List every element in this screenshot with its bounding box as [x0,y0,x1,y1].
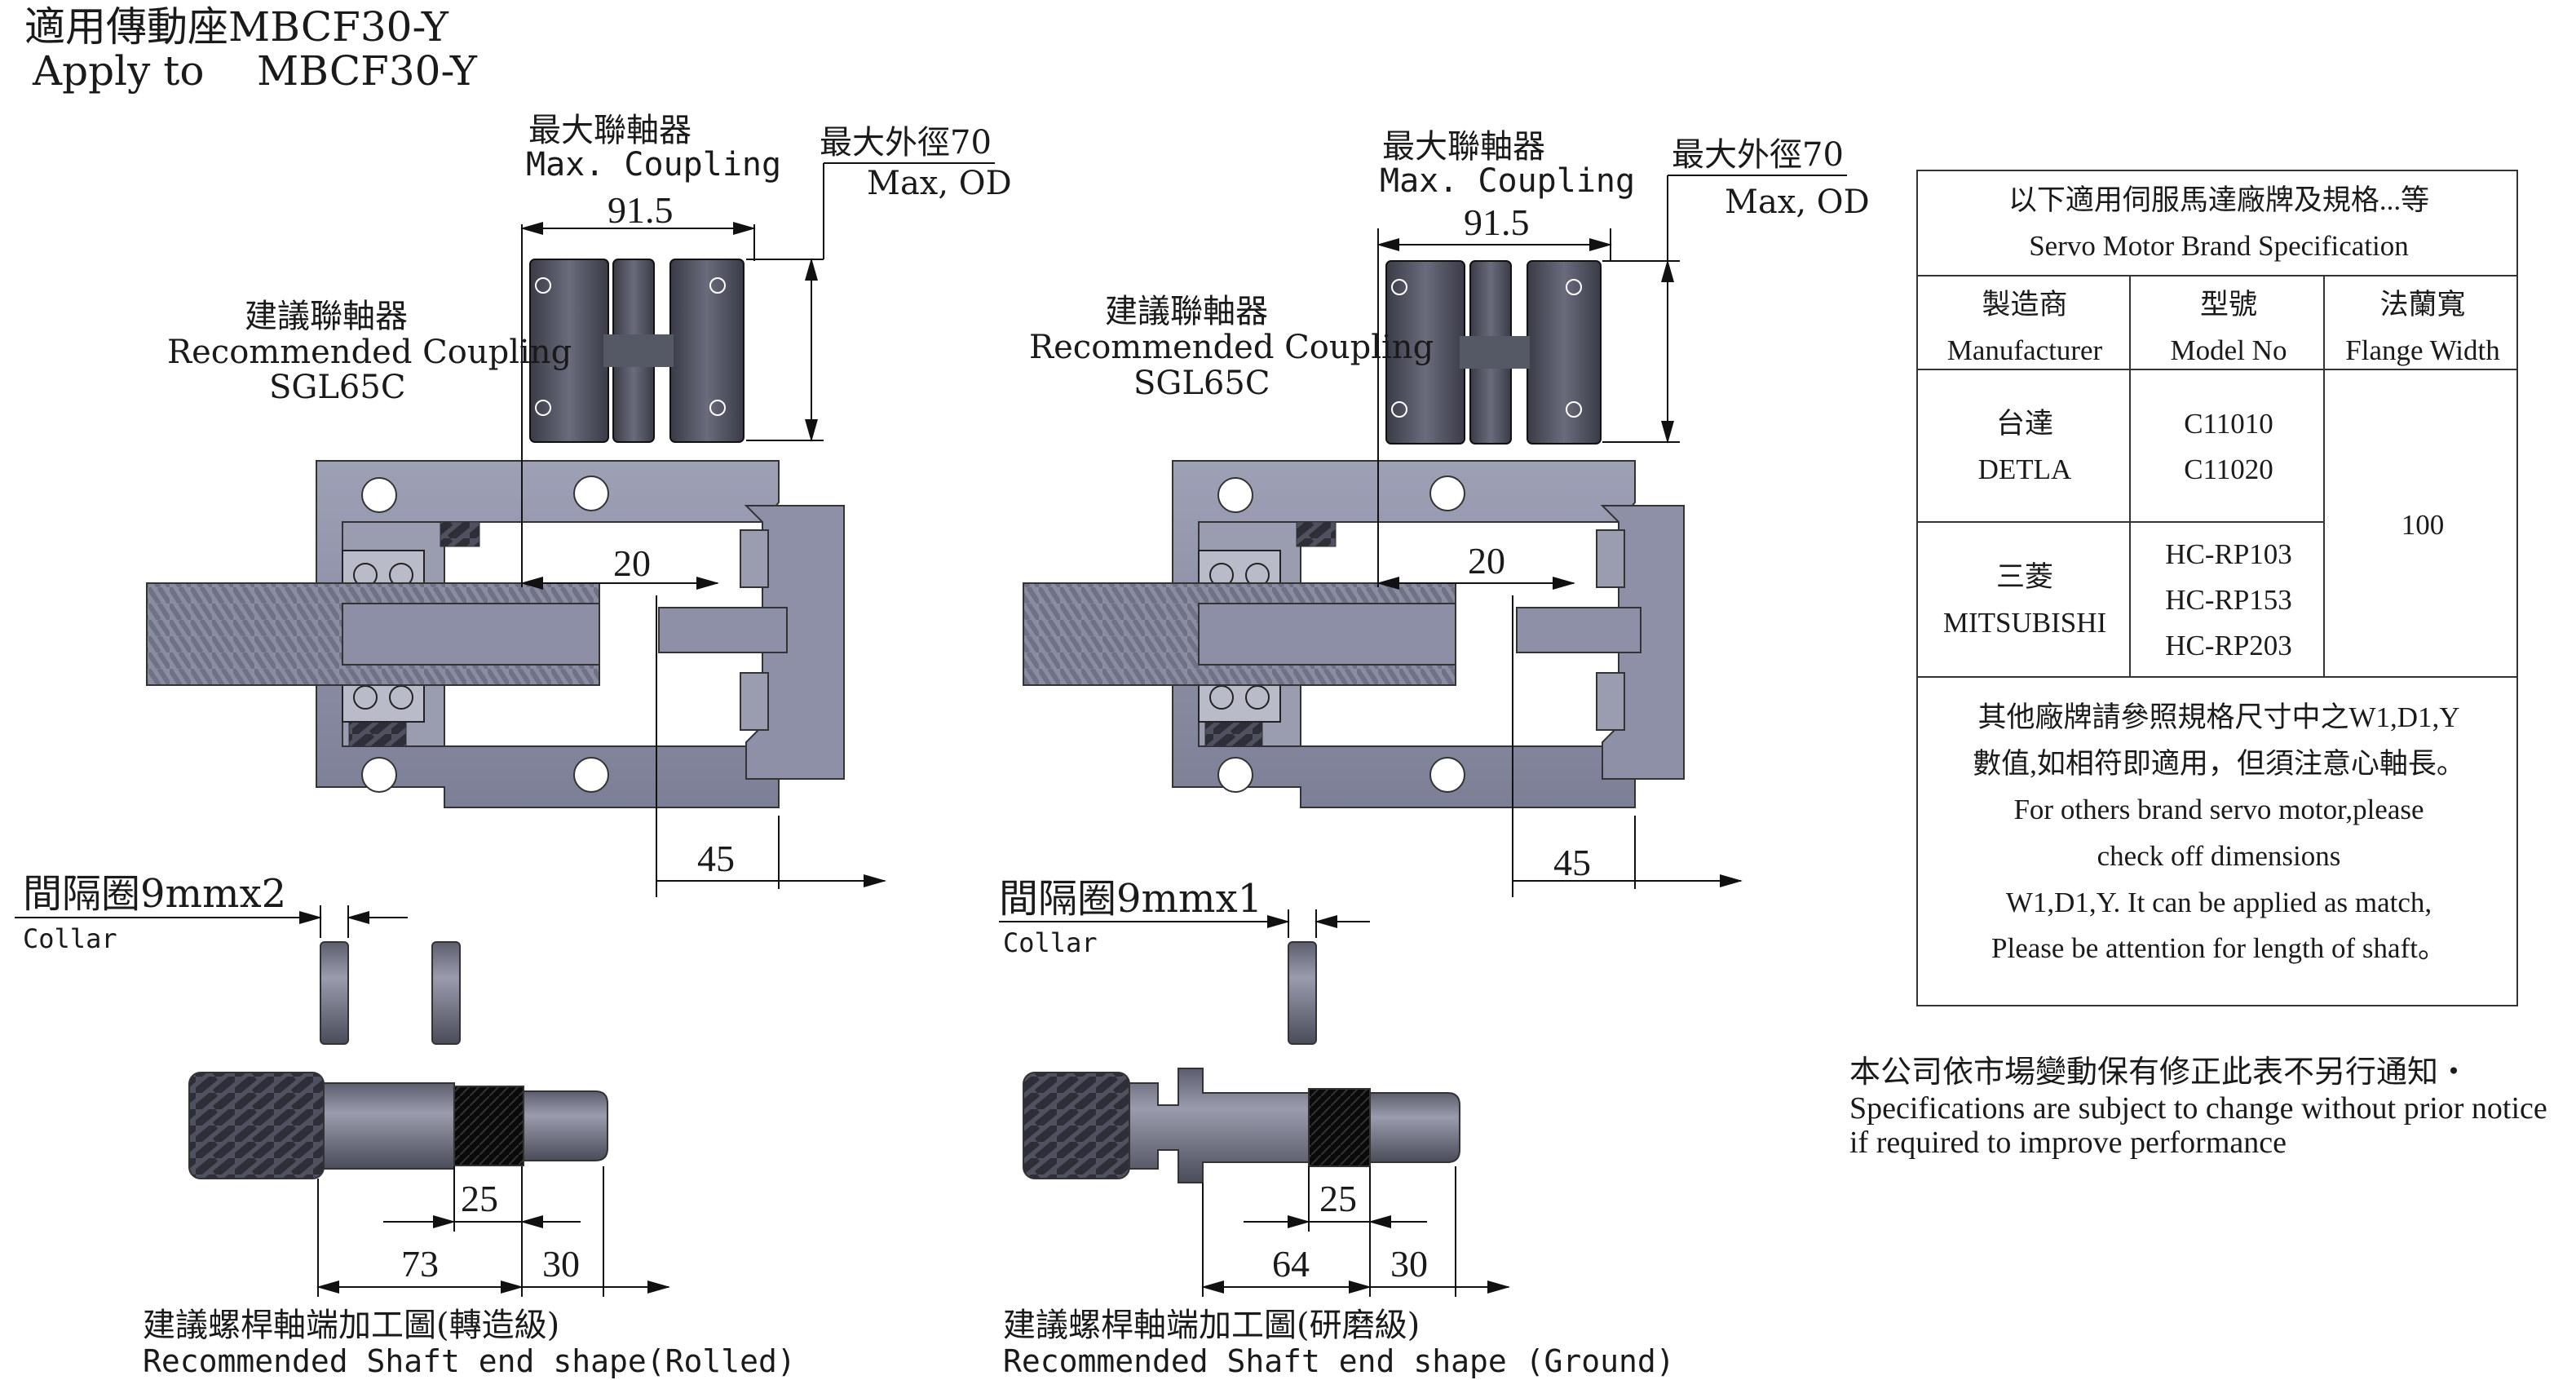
right-dim-a: 64 [1272,1243,1310,1285]
right-collar-en: Collar [1003,927,1098,958]
note-line: W1,D1,Y. It can be applied as match, [2005,886,2432,918]
right-collar [999,909,1370,1045]
model-no: C11020 [2184,453,2273,485]
right-dim-thread: 25 [1319,1178,1357,1219]
title-cn: 適用傳動座MBCF30-Y [24,3,448,51]
left-dimensions [520,162,995,897]
title-en-model: MBCF30-Y [257,47,477,95]
maker-en: DETLA [1977,453,2072,485]
left-dim-b: 30 [542,1243,580,1285]
right-motor-flange [1516,505,1685,780]
maker-en: MITSUBISHI [1942,607,2107,639]
servo-spec-table: 以下適用伺服馬達廠牌及規格...等 Servo Motor Brand Spec… [1916,170,2518,1006]
left-collar-en: Collar [23,923,117,954]
table-row: 三菱 MITSUBISHI [1918,555,2132,646]
right-dim-gap: 20 [1468,540,1505,582]
footer-note-en-1: Specifications are subject to change wit… [1849,1091,2547,1126]
left-dim-thread: 25 [461,1178,498,1219]
footer-note-cn: 本公司依市場變動保有修正此表不另行通知・ [1849,1054,2470,1090]
left-shaft-dimensions [316,1166,670,1297]
header-model-cn: 型號 [2199,289,2257,321]
left-motor-flange [658,505,845,780]
header-manufacturer-cn: 製造商 [1982,289,2068,321]
right-shaft-en: Recommended Shaft end shape (Ground) [1003,1343,1675,1379]
note-line: 其他廠牌請參照規格尺寸中之W1,D1,Y [1977,701,2460,733]
right-assembly [1023,260,1685,808]
left-shaft-cn: 建議螺桿軸端加工圖(轉造級) [143,1307,560,1344]
footer-note-en-2: if required to improve performance [1849,1126,2287,1160]
flange-width-value: 100 [2401,509,2445,541]
left-shaft-en: Recommended Shaft end shape(Rolled) [143,1343,796,1379]
left-max-od-en: Max, OD [867,165,1012,202]
right-max-coupling-en: Max. Coupling [1380,162,1636,200]
right-coupling-length: 91.5 [1464,201,1530,243]
header-flange-cn: 法蘭寬 [2379,289,2466,321]
header-manufacturer-en: Manufacturer [1946,334,2103,366]
right-collar-cn: 間隔圈9mmx1 [999,876,1263,922]
table-title: 以下適用伺服馬達廠牌及規格...等 Servo Motor Brand Spec… [1918,178,2520,269]
right-max-od-cn: 最大外徑70 [1672,136,1844,174]
right-shaft-dimensions [1201,1166,1510,1297]
left-coupling-length: 91.5 [608,189,674,231]
left-rec-coupling-model: SGL65C [269,369,406,406]
note-line: check off dimensions [2097,840,2341,873]
header-manufacturer: 製造商 Manufacturer [1918,282,2132,374]
model-no: HC-RP203 [2165,630,2292,661]
note-line: For others brand servo motor,please [2013,794,2424,826]
note-line: 數值,如相符即適用，但須注意心軸長。 [1973,747,2465,780]
left-rec-coupling-en: Recommended Coupling [167,334,572,371]
left-dim-flange: 45 [697,838,735,879]
table-title-en: Servo Motor Brand Specification [2029,230,2409,262]
left-collar-cn: 間隔圈9mmx2 [23,871,287,917]
title-en-prefix: Apply to [33,47,205,95]
left-rec-coupling-cn: 建議聯軸器 [245,298,408,335]
left-max-coupling-cn: 最大聯軸器 [528,112,691,149]
left-dim-a: 73 [401,1243,439,1285]
right-rec-coupling-cn: 建議聯軸器 [1105,293,1268,330]
header-flange: 法蘭寬 Flange Width [2326,282,2520,374]
table-note: 其他廠牌請參照規格尺寸中之W1,D1,Y 數值,如相符即適用，但須注意心軸長。 … [1918,695,2520,972]
left-max-coupling-en: Max. Coupling [526,146,782,184]
right-dim-flange: 45 [1553,842,1591,883]
table-row: 台達 DETLA [1918,401,2132,493]
left-shaft-end [188,1072,608,1179]
left-coupling [529,259,745,443]
note-line: Please be attention for length of shaft。 [1991,932,2446,965]
header-model: 型號 Model No [2132,282,2326,374]
left-dim-gap: 20 [613,542,651,584]
right-max-od-en: Max, OD [1725,184,1870,221]
right-coupling [1385,260,1602,445]
table-grid [1916,275,2518,678]
model-list: C11010 C11020 [2132,401,2326,493]
right-shaft-end [1023,1068,1460,1183]
header-flange-en: Flange Width [2345,334,2500,366]
model-no: HC-RP103 [2165,538,2292,570]
right-rec-coupling-en: Recommended Coupling [1029,329,1434,366]
table-title-cn: 以下適用伺服馬達廠牌及規格...等 [2008,184,2430,216]
right-rec-coupling-model: SGL65C [1133,365,1270,402]
maker-cn: 台達 [1995,408,2053,440]
maker-cn: 三菱 [1995,561,2053,593]
right-max-coupling-cn: 最大聯軸器 [1382,128,1545,166]
right-shaft-cn: 建議螺桿軸端加工圖(研磨級) [1003,1307,1421,1344]
model-no: C11010 [2184,408,2273,440]
header-model-en: Model No [2170,334,2287,366]
model-list: HC-RP103 HC-RP153 HC-RP203 [2132,532,2326,669]
right-dimensions [1376,175,1847,897]
right-dim-b: 30 [1390,1243,1428,1285]
left-collars [15,905,461,1045]
left-assembly [146,259,845,808]
model-no: HC-RP153 [2165,584,2292,616]
left-max-od-cn: 最大外徑70 [820,124,992,161]
